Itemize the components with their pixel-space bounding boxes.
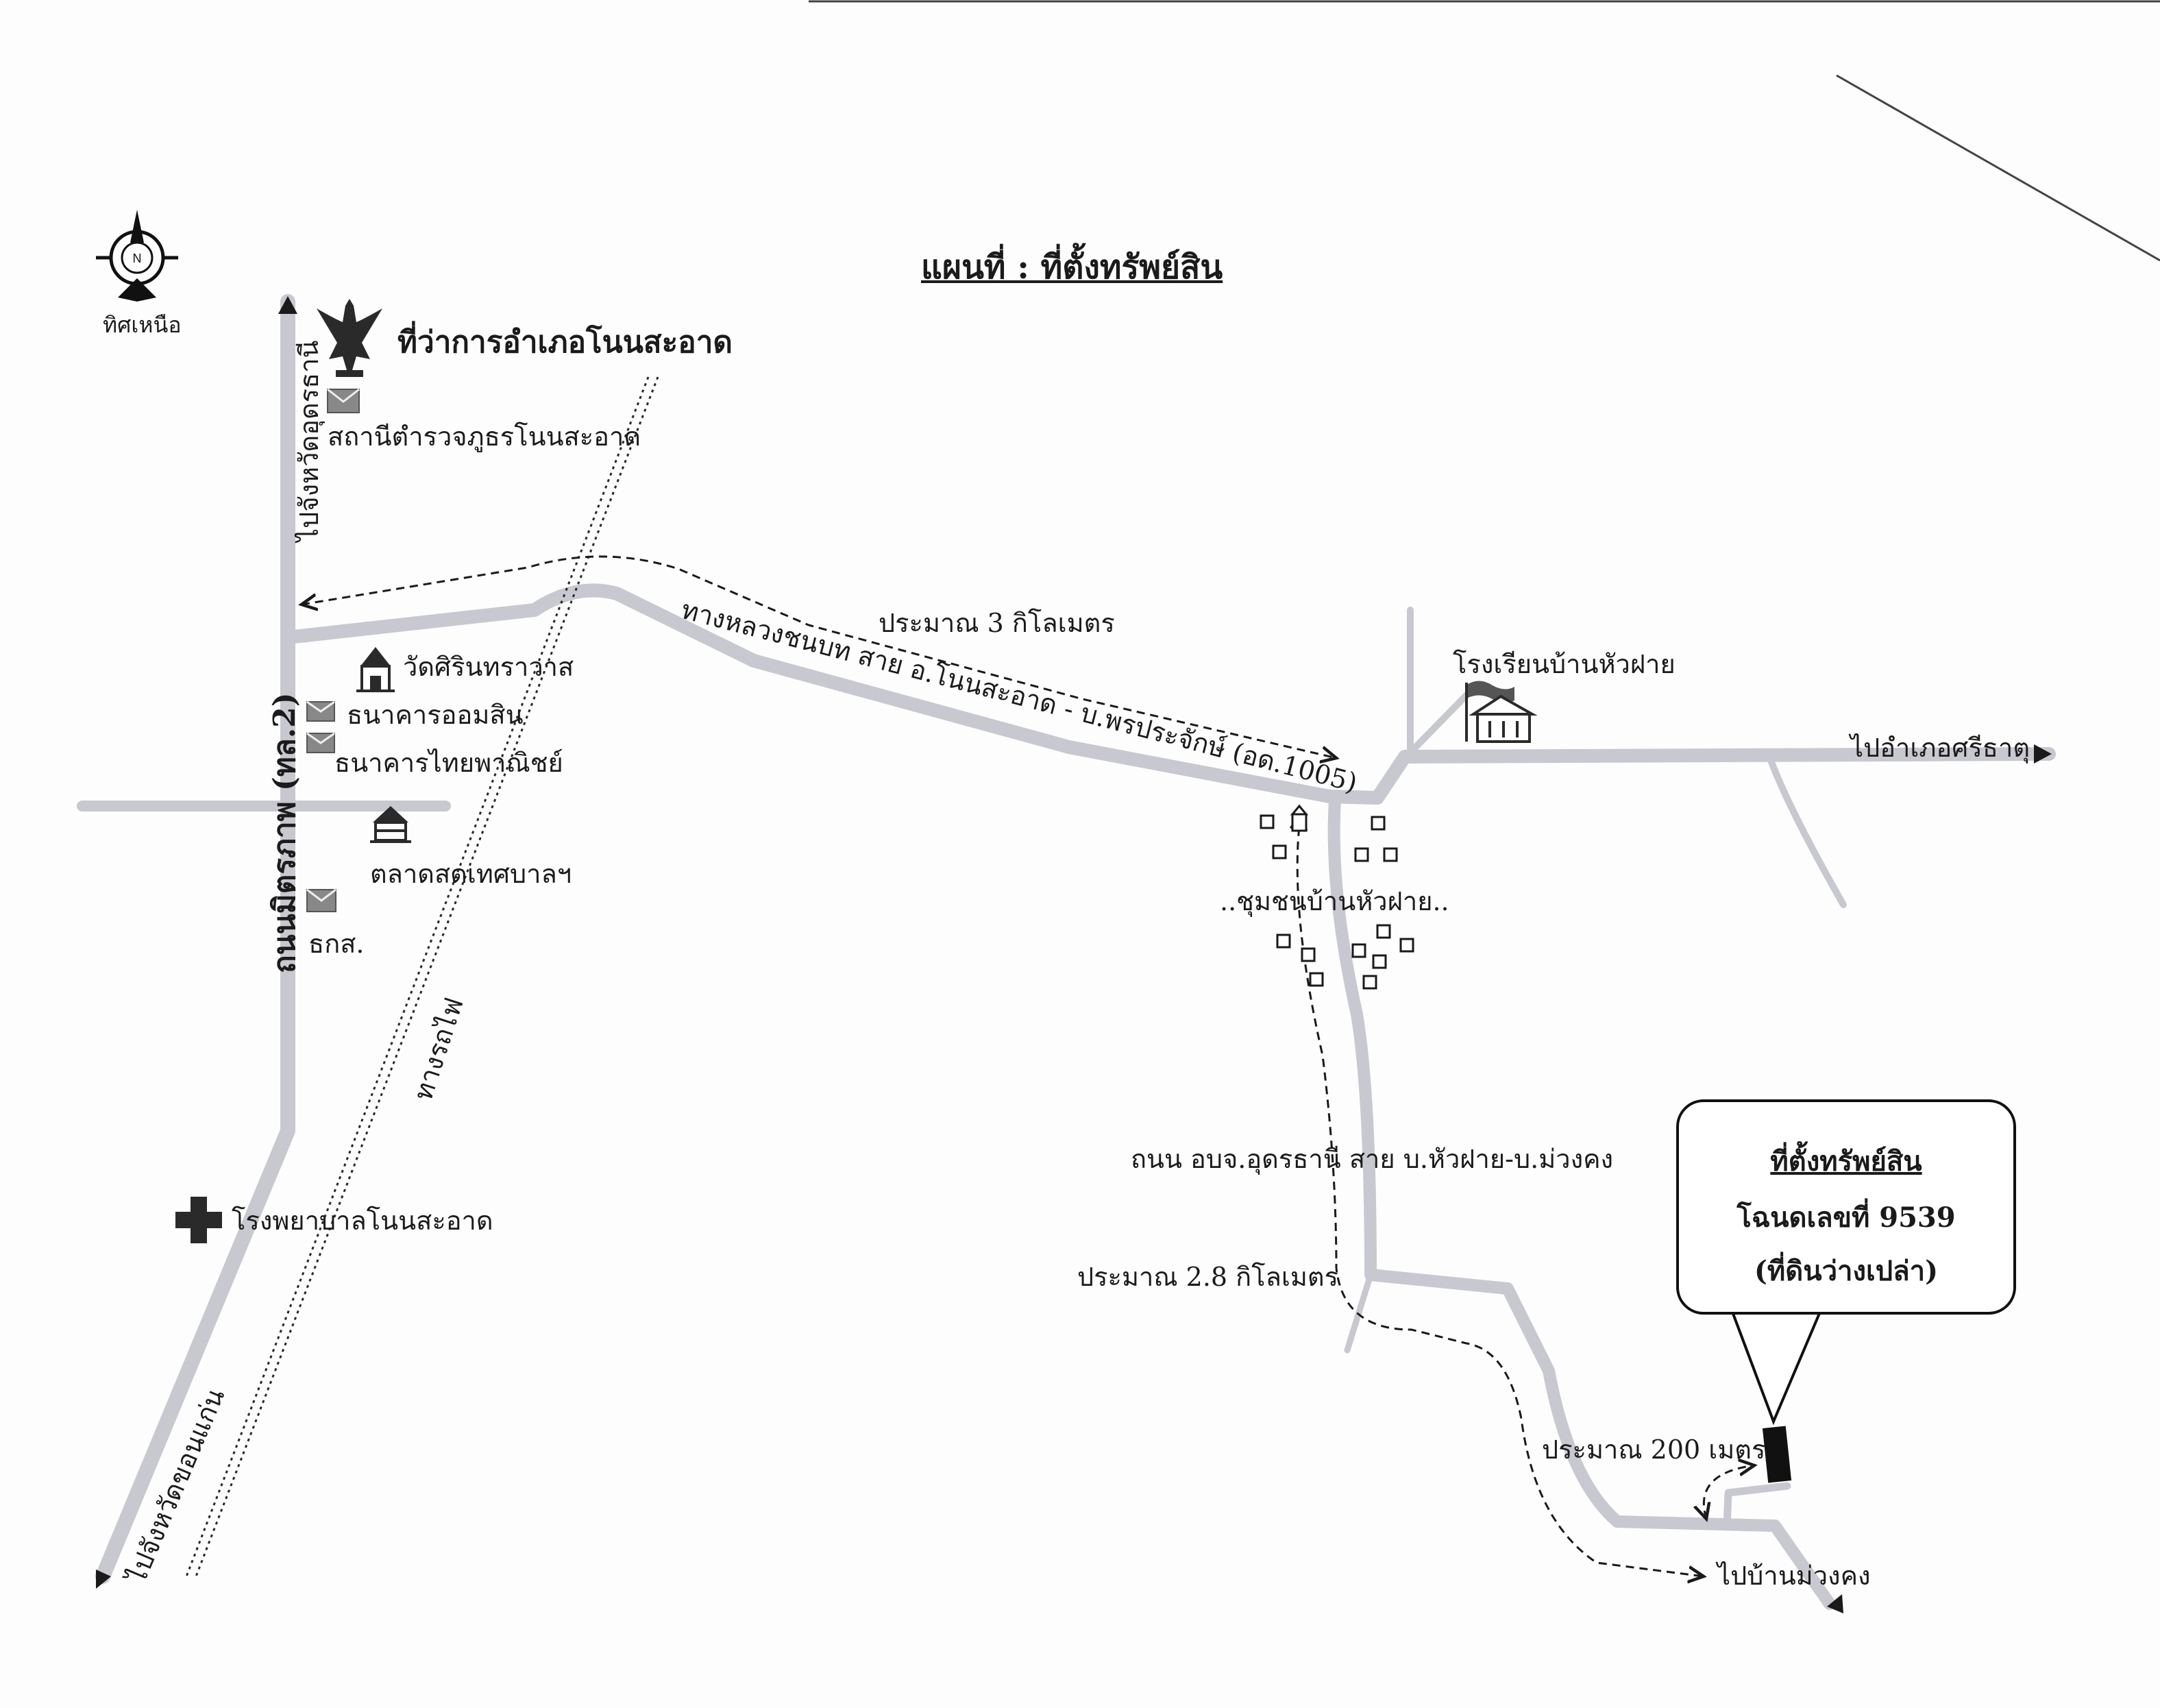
school-icon: [1465, 681, 1538, 743]
to-sithat-label: ไปอำเภอศรีธาตุ: [1850, 733, 2030, 763]
house-icon: [1354, 847, 1369, 862]
to-muangkhong-label: ไปบ้านม่วงคง: [1717, 1561, 1871, 1591]
property-deed: โฉนดเลขที่ 9539: [1736, 1201, 1956, 1234]
north-arrow-icon: N: [96, 210, 178, 302]
distance-200m-label: ประมาณ 200 เมตร: [1542, 1435, 1766, 1465]
community-houses: [1260, 814, 1414, 990]
police-station-label: สถานีตำรวจภูธรโนนสะอาด: [328, 422, 641, 452]
school-diagonal-road: [1403, 685, 1477, 760]
baac-label: ธกส.: [308, 929, 365, 959]
house-icon: [1371, 816, 1386, 831]
distance-lines: [302, 555, 1754, 1576]
main-road-highway: [95, 294, 295, 1584]
house-icon: [1372, 954, 1387, 969]
house-icon: [1351, 943, 1366, 958]
svg-text:N: N: [133, 252, 142, 265]
distance-3km-label: ประมาณ 3 กิโลเมตร: [879, 608, 1115, 638]
scb-bank-label: ธนาคารไทยพาณิชย์: [334, 748, 563, 778]
house-icon: [1276, 934, 1291, 949]
north-label: ทิศเหนือ: [103, 312, 182, 338]
scb-bank-building-icon: [306, 732, 335, 753]
property-note: (ที่ดินว่างเปล่า): [1754, 1255, 1939, 1287]
khonkaen-road-arrow: [96, 1570, 111, 1589]
house-icon: [1376, 924, 1391, 939]
small-branch-road: [1344, 1271, 1374, 1354]
hospital-label: โรงพยาบาลโนนสะอาด: [232, 1206, 493, 1236]
house-icon: [1309, 972, 1324, 987]
house-icon: [1272, 844, 1287, 859]
sithat-road-arrow: [2034, 744, 2052, 764]
distance-line-200m: [1704, 1465, 1754, 1519]
school-label: โรงเรียนบ้านหัวฝาย: [1453, 649, 1676, 679]
to-udon-label: ไปจังหวัดอุดรธานี: [294, 340, 324, 541]
distance-line-2-8km: [1297, 814, 1704, 1576]
baac-building-icon: [306, 888, 336, 912]
police-building-icon: [327, 388, 360, 413]
temple-label: วัดศิรินทราวาส: [403, 652, 574, 682]
branch-road-east: [1766, 753, 1847, 908]
pao-road-label: ถนน อบจ.อุดรธานี สาย บ.หัวฝาย-บ.ม่วงคง: [1131, 1144, 1614, 1174]
house-icon: [1383, 847, 1398, 862]
railway-line: [185, 376, 659, 1577]
property-marker-icon: [1762, 1426, 1792, 1483]
map-title: แผนที่ : ที่ตั้งทรัพย์สิน: [921, 248, 1223, 286]
house-icon: [1260, 814, 1275, 829]
gsb-bank-building-icon: [306, 700, 335, 722]
property-heading: ที่ตั้งทรัพย์สิน: [1770, 1145, 1922, 1178]
garuda-emblem-icon: [317, 299, 382, 377]
hospital-cross-icon: [175, 1197, 222, 1243]
gsb-bank-label: ธนาคารออมสิน: [347, 700, 524, 730]
district-office-label: ที่ว่าการอำเภอโนนสะอาด: [397, 325, 733, 360]
muangkhong-road-arrow: [1827, 1594, 1843, 1613]
property-callout: ที่ตั้งทรัพย์สิน โฉนดเลขที่ 9539 (ที่ดิน…: [1676, 1099, 2016, 1315]
temple-icon: [356, 647, 395, 692]
house-icon: [1301, 947, 1316, 962]
market-icon: [370, 806, 411, 843]
railway-rail-2: [195, 376, 659, 1577]
community-shrine-icon: [1290, 804, 1309, 832]
house-icon: [1362, 975, 1377, 990]
callout-pointer: [1731, 1311, 1821, 1426]
road-end-arrows: [96, 296, 2052, 1613]
north-road-arrow: [278, 296, 297, 314]
road-network: [77, 294, 2056, 1610]
house-icon: [1399, 938, 1414, 953]
main-road-label: ถนนมิตรภาพ (ทล.2): [267, 692, 302, 973]
scan-edge: [809, 0, 2160, 262]
community-label: ..ชุมชนบ้านหัวฝาย..: [1220, 886, 1449, 916]
railway-rail-1: [185, 376, 650, 1577]
market-label: ตลาดสดเทศบาลฯ: [370, 859, 572, 889]
distance-2-8km-label: ประมาณ 2.8 กิโลเมตร: [1077, 1262, 1339, 1292]
